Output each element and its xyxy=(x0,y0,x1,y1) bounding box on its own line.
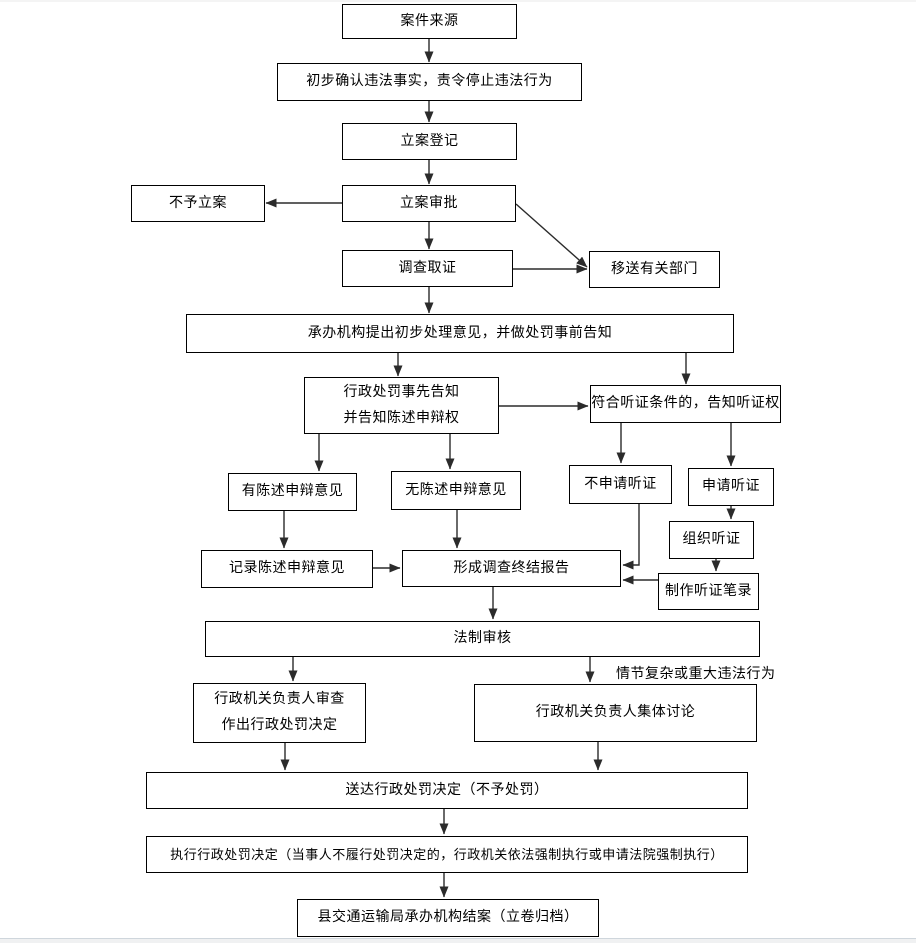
node-label: 行政机关负责人集体讨论 xyxy=(535,705,696,720)
connector-no-hearing-request-to-investigation-report xyxy=(622,504,640,570)
annotation-complex-case-note: 情节复杂或重大违法行为 xyxy=(616,667,776,682)
node-penalty-prior-notice: 行政处罚事先告知并告知陈述申辩权 xyxy=(304,377,499,434)
node-label: 行政机关负责人审查 xyxy=(214,692,345,707)
node-hearing-transcript: 制作听证笔录 xyxy=(658,573,759,610)
node-filing-approval: 立案审批 xyxy=(342,185,516,222)
node-label: 行政处罚事先告知 xyxy=(343,384,460,400)
node-label: 制作听证笔录 xyxy=(665,583,752,599)
node-no-hearing-request: 不申请听证 xyxy=(569,465,672,504)
node-label: 作出行政处罚决定 xyxy=(221,718,338,733)
node-label: 案件来源 xyxy=(400,13,459,29)
node-label: 承办机构提出初步处理意见，并做处罚事前告知 xyxy=(307,325,613,341)
node-label: 不申请听证 xyxy=(584,476,657,492)
node-label: 立案登记 xyxy=(400,133,459,149)
node-organize-hearing: 组织听证 xyxy=(669,521,754,559)
node-confirm-stop: 初步确认违法事实，责令停止违法行为 xyxy=(277,63,582,101)
node-label: 县交通运输局承办机构结案（立卷归档） xyxy=(317,910,579,925)
node-label: 法制审核 xyxy=(453,631,512,646)
node-transfer-dept: 移送有关部门 xyxy=(589,251,720,288)
node-leader-review: 行政机关负责人审查作出行政处罚决定 xyxy=(193,683,366,743)
node-label: 初步确认违法事实，责令停止违法行为 xyxy=(306,74,553,89)
node-hearing-request: 申请听证 xyxy=(688,468,774,506)
connector-filing-approval-to-transfer-dept xyxy=(515,203,588,268)
node-label: 执行行政处罚决定（当事人不履行处罚决定的，行政机关依法强制执行或申请法院强制执行… xyxy=(170,846,724,862)
node-register: 立案登记 xyxy=(342,123,517,160)
node-label: 记录陈述申辩意见 xyxy=(229,561,345,576)
node-case-closure: 县交通运输局承办机构结案（立卷归档） xyxy=(297,899,599,937)
node-collective-discussion: 行政机关负责人集体讨论 xyxy=(474,684,757,742)
node-no-filing: 不予立案 xyxy=(131,185,265,222)
node-deliver-decision: 送达行政处罚决定（不予处罚） xyxy=(146,772,748,809)
node-investigation-report: 形成调查终结报告 xyxy=(402,550,621,587)
node-initial-opinion: 承办机构提出初步处理意见，并做处罚事前告知 xyxy=(186,314,734,353)
node-label: 立案审批 xyxy=(400,195,458,211)
page-top-edge xyxy=(0,0,916,2)
page-bottom-edge xyxy=(0,938,916,943)
node-label: 不予立案 xyxy=(169,195,227,211)
node-label: 移送有关部门 xyxy=(611,261,698,277)
node-execute-decision: 执行行政处罚决定（当事人不履行处罚决定的，行政机关依法强制执行或申请法院强制执行… xyxy=(146,836,748,873)
node-no-statement: 无陈述申辩意见 xyxy=(391,471,521,510)
node-label: 组织听证 xyxy=(682,532,741,547)
node-case-source: 案件来源 xyxy=(342,4,517,39)
node-label: 无陈述申辩意见 xyxy=(405,482,507,498)
node-investigation: 调查取证 xyxy=(342,250,513,287)
node-label: 并告知陈述申辩权 xyxy=(343,410,460,426)
node-has-statement: 有陈述申辩意见 xyxy=(228,473,357,511)
node-label: 调查取证 xyxy=(398,260,457,276)
node-legal-review: 法制审核 xyxy=(205,621,760,657)
node-label: 送达行政处罚决定（不予处罚） xyxy=(345,782,549,798)
node-hearing-right-notice: 符合听证条件的，告知听证权 xyxy=(590,385,781,423)
node-label: 形成调查终结报告 xyxy=(453,560,570,576)
node-label: 有陈述申辩意见 xyxy=(241,484,344,499)
node-label: 符合听证条件的，告知听证权 xyxy=(591,396,780,411)
node-record-statement: 记录陈述申辩意见 xyxy=(201,550,373,588)
node-label: 申请听证 xyxy=(702,479,760,494)
